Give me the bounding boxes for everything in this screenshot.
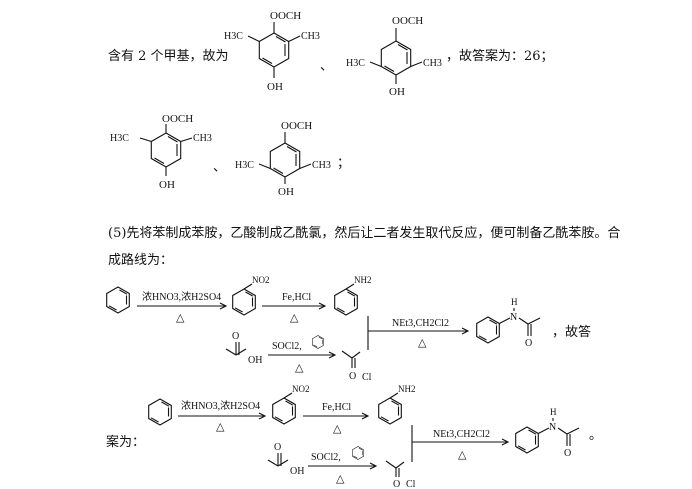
label-cl: Cl [362, 372, 372, 383]
label-n: N [549, 422, 556, 433]
heat-symbol: △ [176, 312, 185, 324]
label-occh: OOCH [162, 113, 193, 125]
label-occh: OOCH [281, 120, 312, 132]
nitrobenzene-2: NO2 [272, 384, 310, 425]
label-oh: OH [389, 86, 405, 98]
label-h: H [511, 297, 518, 307]
heat-symbol: △ [418, 337, 427, 349]
label-oh: OH [290, 466, 304, 477]
line1-prefix: 含有 2 个甲基，故为 [108, 49, 229, 64]
acetanilide-1: N H O [476, 297, 541, 349]
heat-symbol: △ [333, 423, 342, 435]
label-oh: OH [159, 179, 175, 191]
label-no2: NO2 [252, 275, 270, 285]
label-n: N [510, 312, 517, 323]
label-oh: OH [248, 355, 262, 366]
route2-end: 。 [589, 428, 603, 443]
line1-separator: 、 [320, 59, 334, 74]
label-occh: OOCH [392, 15, 423, 27]
route2-prefix: 案为： [106, 435, 146, 450]
acetic-acid-1: O OH [225, 331, 262, 366]
synthesis-route-1: 浓HNO3,浓H2SO4 △ NO2 Fe,HCl △ NH2 NEt3,CH2… [106, 275, 541, 383]
label-ch3: CH3 [301, 31, 320, 42]
aniline-1: NH2 [334, 275, 372, 316]
reagent-net3: NEt3,CH2Cl2 [392, 318, 449, 329]
acetyl-chloride-1: O Cl [341, 350, 372, 383]
synthesis-route-2: 浓HNO3,浓H2SO4 △ NO2 Fe,HCl △ NH2 NEt3,CH2… [148, 384, 580, 489]
route1-tail: ，故答 [552, 325, 592, 340]
label-o: O [564, 448, 571, 459]
reagent-fe-hcl: Fe,HCl [282, 292, 311, 303]
benzene-solvent-icon [352, 446, 364, 460]
label-o: O [393, 479, 400, 489]
label-h: H [550, 407, 557, 417]
reagent-net3: NEt3,CH2Cl2 [433, 429, 490, 440]
label-cl: Cl [406, 479, 416, 489]
acetanilide-2: N H O [515, 407, 580, 459]
structure-2-5-dimethyl-formate-2: OOCH H3C CH3 OH [235, 120, 331, 198]
label-ch3: CH3 [423, 58, 442, 69]
label-ch3: CH3 [193, 133, 212, 144]
line1-suffix: ，故答案为：26； [446, 49, 554, 64]
aniline-2: NH2 [378, 384, 416, 425]
label-h3c: H3C [346, 58, 365, 69]
label-o: O [525, 338, 532, 349]
reagent-socl2: SOCl2, [311, 452, 341, 463]
reagent-nitration: 浓HNO3,浓H2SO4 [142, 291, 221, 303]
benzene-solvent-icon [312, 335, 324, 349]
label-ch3: CH3 [312, 160, 331, 171]
label-h3c: H3C [224, 31, 243, 42]
line2-separator: 、 [213, 160, 227, 175]
structure-2-6-dimethyl-formate-2: OOCH H3C CH3 OH [110, 113, 212, 191]
nitrobenzene-1: NO2 [232, 275, 270, 316]
label-no2: NO2 [292, 384, 310, 394]
label-h3c: H3C [110, 133, 129, 144]
reagent-socl2: SOCl2, [272, 341, 302, 352]
heat-symbol: △ [458, 449, 467, 461]
label-o: O [349, 371, 356, 382]
paragraph-5-line2: 成路线为： [108, 253, 174, 268]
label-h3c: H3C [235, 160, 254, 171]
heat-symbol: △ [216, 421, 225, 433]
benzene-2 [148, 398, 172, 426]
label-o: O [274, 442, 281, 453]
acetyl-chloride-2: O Cl [385, 460, 416, 489]
label-o: O [232, 331, 239, 342]
reagent-fe-hcl: Fe,HCl [322, 402, 351, 413]
heat-symbol: △ [290, 312, 299, 324]
reagent-nitration: 浓HNO3,浓H2SO4 [181, 400, 260, 412]
heat-symbol: △ [336, 473, 345, 485]
label-nh2: NH2 [354, 275, 372, 285]
label-oh: OH [267, 81, 283, 93]
acetic-acid-2: O OH [267, 442, 304, 477]
line2-end: ； [337, 156, 351, 171]
label-occh: OOCH [270, 10, 301, 22]
structure-2-6-dimethyl-formate-1: OOCH H3C CH3 OH [224, 10, 320, 93]
label-oh: OH [278, 186, 294, 198]
benzene-1 [106, 286, 130, 314]
paragraph-5-line1: (5)先将苯制成苯胺，乙酸制成乙酰氯，然后让二者发生取代反应，便可制备乙酰苯胺。… [108, 226, 621, 241]
structure-2-5-dimethyl-formate-1: OOCH H3C CH3 OH [346, 15, 442, 98]
heat-symbol: △ [295, 362, 304, 374]
label-nh2: NH2 [398, 384, 416, 394]
